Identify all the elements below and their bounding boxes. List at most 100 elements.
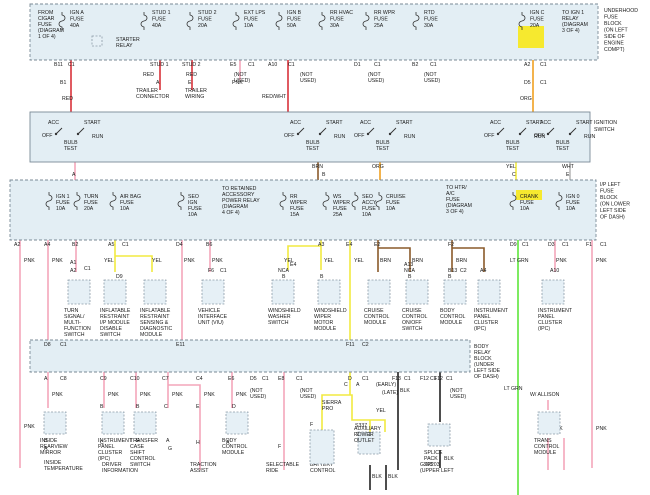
starter-relay-label: RELAY [116,43,133,49]
wire-color-label: PNK [556,258,567,264]
trailer-wiring-label: WIRING [185,94,204,100]
connector-pin-label: B1 [60,80,66,86]
connector-pin-label: C1 [540,62,547,68]
bottom-label: RIDE [266,468,279,474]
wire-color-label: YEL [284,258,294,264]
connector-pin-label: E8 [278,376,284,382]
component-box-icon [367,279,391,305]
connector-pin-label: G [168,446,172,452]
wire-color-label: PNK [108,392,119,398]
to-htr-ac-label: TO HTR/ [446,185,467,191]
connector-pin-label: A10 [550,268,559,274]
component-label: RESTRAINT [100,314,130,320]
connector-pin-label: C1 [404,376,411,382]
component-label: INSTRUMENT [474,308,509,314]
ip-fuse-label: IGN 1 [56,194,70,200]
to-ign-relay-label: 3 OF 4) [562,28,580,34]
component-label: MODULE [440,320,463,326]
component-label: SIGNAL/ [64,314,85,320]
component-label: SHIFT [130,450,146,456]
ignition-contact-icon [319,127,327,135]
run-label: RUN [92,134,103,140]
wire-color-label: ORG [520,96,532,102]
run-label: RUN [404,134,415,140]
connector-letter: E [188,80,192,86]
wire-color-label: BLK [444,456,454,462]
connector-pin-label: D5 [524,80,531,86]
off-label: OFF [534,133,544,139]
connector-pin-label: F6 [208,268,214,274]
component-box-icon [43,411,67,435]
underhood-fuse-label: FUSE [198,17,212,23]
bottom-label: SELECTABLE [266,462,300,468]
trailer-connector-label: TRAILER [136,88,158,94]
ip-fuse-label: 10A [362,212,372,218]
not-used-label: (NOT [450,388,464,394]
underhood-fuse-label: RTD [424,10,435,16]
connector-letter: A [72,172,76,178]
connector-pin-label: F [278,444,281,450]
connector-letter: B [322,172,326,178]
wire-color-label: RED [186,72,197,78]
component-label: TRANS [534,438,552,444]
ip-fuse-label: 10A [520,206,530,212]
component-label: CONTROL [402,314,427,320]
connector-pin-label: A [44,376,48,382]
component-label: I/P MODULE [100,320,130,326]
ip-block-label: OF DASH) [600,215,625,221]
contact-dot-icon [76,132,80,136]
wire-color-label: BLK [372,474,382,480]
underhood-block-label: SIDE OF [604,34,625,40]
retained-power-label: POWER RELAY [222,198,260,204]
late-note: (LATE) [382,390,398,396]
starter-relay-icon [91,35,103,47]
bulb-test-label: BULB [64,140,78,146]
sierra-pro-label: PRO [322,406,333,412]
ip-fuse-label: FUSE [56,200,70,206]
component-label: (IPC) [474,326,486,332]
component-label: CONTROL [222,444,247,450]
connector-pin-label: D [348,376,352,382]
wire-color-label: RED [143,72,154,78]
connector-pin-label: 2 [356,432,359,438]
component-label: INTERFACE [198,314,228,320]
component-label: BODY [440,308,455,314]
wire-br-sierra [321,372,353,430]
ignition-switch [29,111,591,163]
connector-pin-label: A1 [70,260,76,266]
body-relay-label: LEFT SIDE [474,368,501,374]
connector-letter: C [512,172,516,178]
run-label: RUN [584,134,595,140]
from-cigar-label: FROM [38,10,53,16]
component-label: CRUISE [402,308,422,314]
contact-dot-icon [318,132,322,136]
acc-label: ACC [540,120,551,126]
wire-color-label: YEL [152,258,162,264]
connector-letter: E [566,172,570,178]
ip-fuse-label: IGN [188,200,197,206]
from-cigar-label: CIGAR [38,16,55,22]
ip-block-label: (ON LOWER [600,202,630,208]
connector-pin-label: C [164,404,168,410]
connector-pin-label: STUD 1 [150,62,169,68]
ip-left-fuse-block [9,179,597,241]
component-label: DISABLE [100,326,122,332]
connector-pin-label: B [44,438,48,444]
underhood-fuse-label: FUSE [330,17,344,23]
connector-pin-label: B [320,274,324,280]
connector-pin-label: A [44,446,48,452]
to-htr-ac-label: (DIAGRAM [446,203,472,209]
underhood-fuse-label: RR WPR [374,10,395,16]
connector-pin-label: B2 [412,62,418,68]
connector-pin-label: C1 [430,62,437,68]
component-box-icon [537,411,561,435]
component-label: MODULE [222,450,245,456]
fuse-icon [45,192,53,210]
component-label: PANEL [98,444,115,450]
fuse-icon [73,192,81,210]
not-used-label: USED) [250,394,266,400]
bottom-label: TRACTION [190,462,217,468]
ip-fuse-label: RR [290,194,298,200]
